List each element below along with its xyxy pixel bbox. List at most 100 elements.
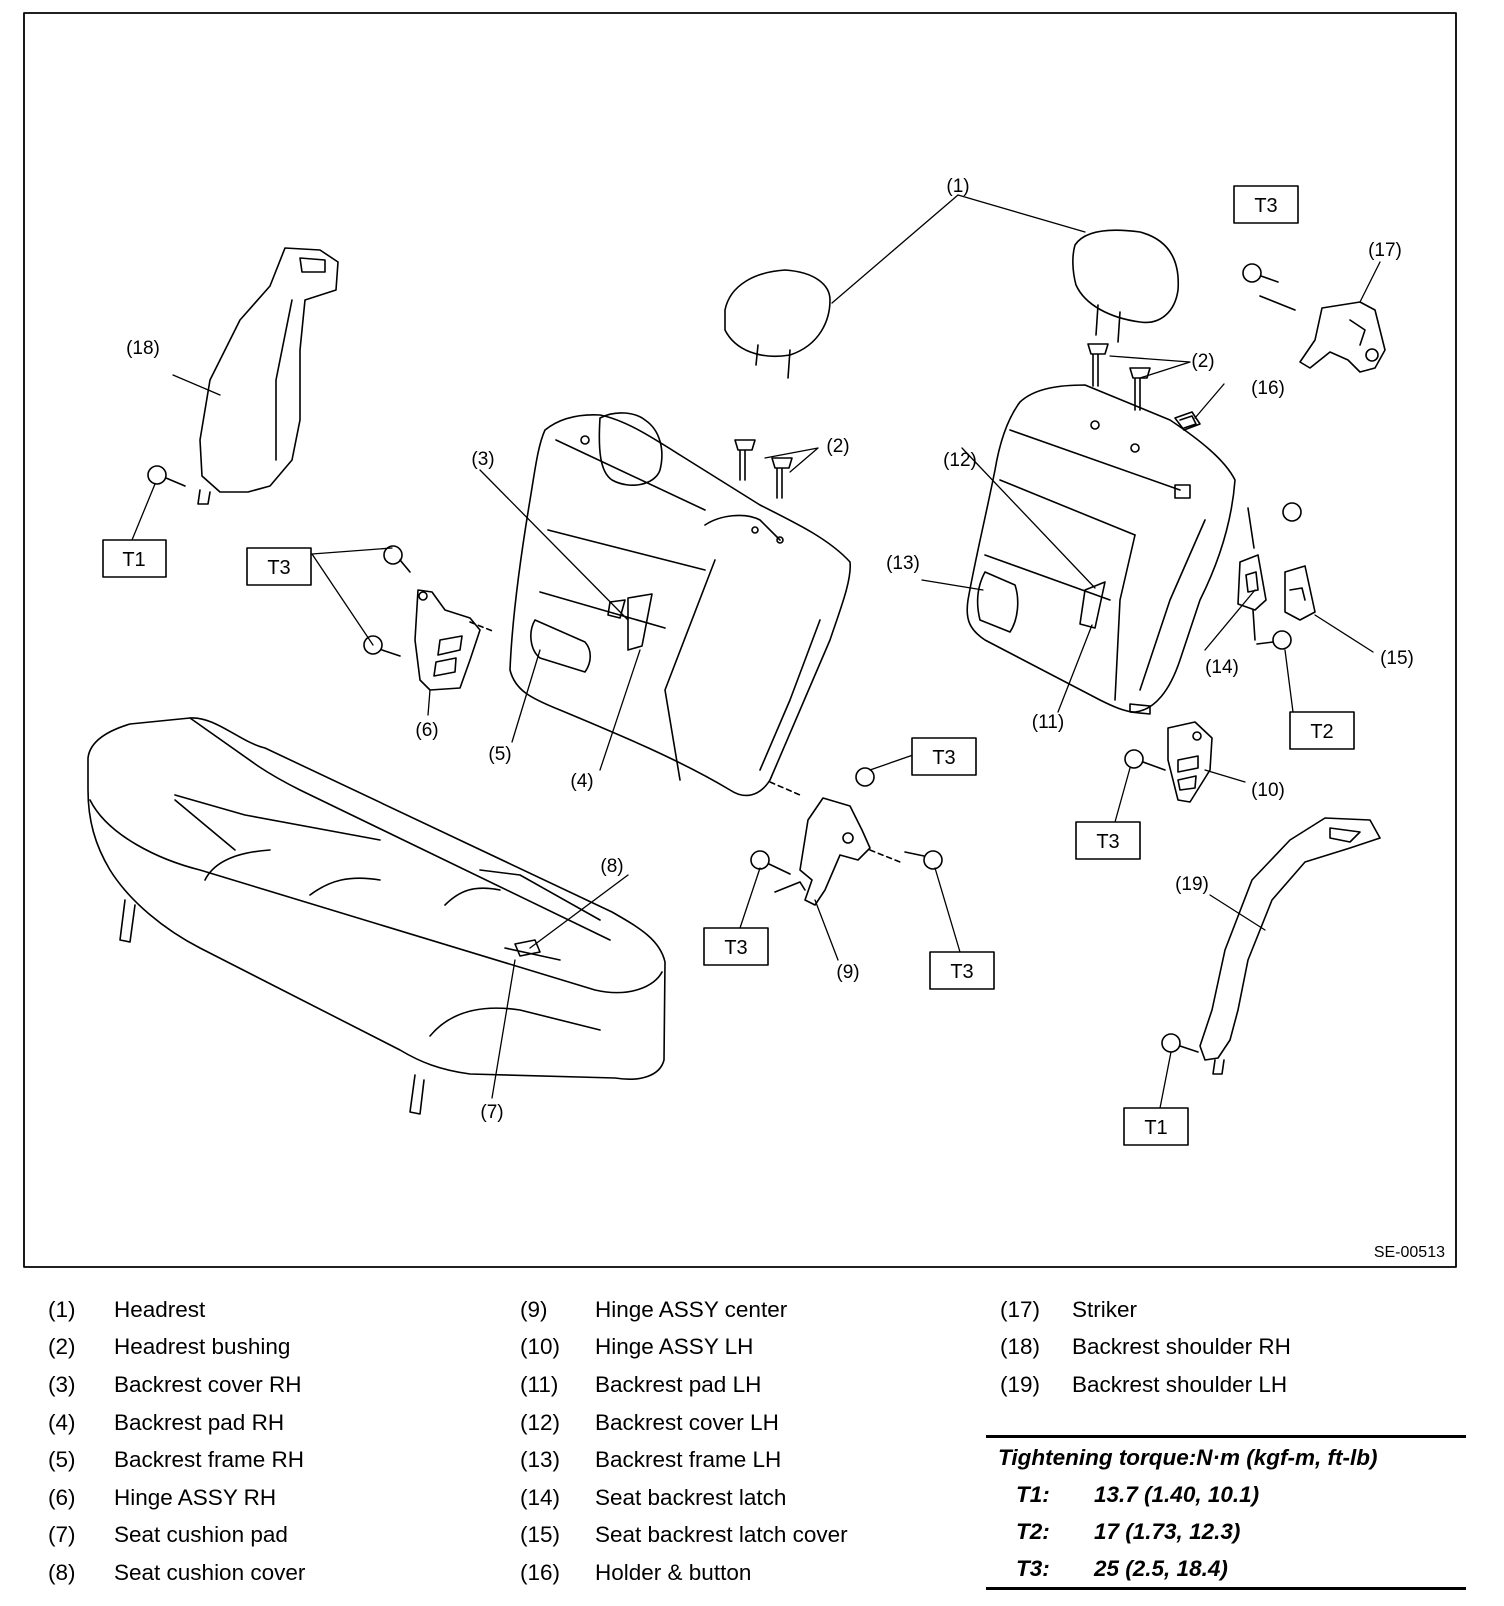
holder-and-button: [1174, 411, 1201, 431]
headrest-left: [724, 269, 831, 379]
legend-item: (3) Backrest cover RH: [48, 1366, 305, 1404]
legend-number: (13): [520, 1447, 561, 1473]
torque-key: T3:: [1016, 1556, 1050, 1581]
legend-part-name: Backrest pad LH: [595, 1371, 762, 1397]
torque-value: 25 (2.5, 18.4): [1094, 1556, 1228, 1581]
svg-text:T2: T2: [1310, 721, 1333, 743]
backrest-shoulder-rh: [197, 247, 339, 505]
legend-part-name: Backrest pad RH: [114, 1409, 285, 1435]
callout-6: (6): [415, 720, 438, 741]
legend-number: (17): [1000, 1296, 1041, 1322]
callout-2-left: (2): [826, 436, 849, 457]
callout-16: (16): [1251, 378, 1285, 399]
legend-item: (1) Headrest: [48, 1291, 305, 1329]
callout-17: (17): [1368, 240, 1402, 261]
legend-item: (4)Backrest pad RH: [48, 1404, 305, 1442]
legend-part-name: Backrest cover RH: [114, 1371, 302, 1397]
headrest-right: [1072, 229, 1180, 343]
legend-item: (12) Backrest cover LH: [520, 1404, 848, 1442]
bolt-icon: [147, 263, 1292, 1053]
legend-part-name: Backrest shoulder RH: [1072, 1334, 1291, 1360]
svg-text:T3: T3: [1254, 195, 1277, 217]
hinge-assy-center: [769, 781, 901, 906]
legend-number: (16): [520, 1559, 561, 1585]
torque-row-t2: T2: 17 (1.73, 12.3): [986, 1513, 1466, 1550]
callout-19: (19): [1175, 874, 1209, 895]
legend-part-name: Seat cushion pad: [114, 1522, 288, 1548]
legend-part-name: Backrest cover LH: [595, 1409, 779, 1435]
diagram-frame: [23, 12, 1457, 1268]
torque-key: T1:: [1016, 1482, 1050, 1507]
torque-tag-t1-rh: T1: [102, 539, 167, 578]
seat-cushion: [87, 717, 666, 1115]
legend-item: (9)Hinge ASSY center: [520, 1291, 848, 1329]
callout-3: (3): [471, 449, 494, 470]
legend-item: (19)Backrest shoulder LH: [1000, 1366, 1291, 1404]
svg-text:T3: T3: [267, 557, 290, 579]
legend-part-name: Backrest frame RH: [114, 1447, 305, 1473]
legend-number: (9): [520, 1296, 548, 1322]
legend-item: (2) Headrest bushing: [48, 1329, 305, 1367]
headrest-bushing-right: [1087, 343, 1151, 411]
legend-column-1: (1) Headrest (2) Headrest bushing (3) Backres…: [48, 1291, 305, 1592]
latch-nut: [1282, 502, 1302, 522]
callout-10: (10): [1251, 780, 1285, 801]
backrest-lh: [966, 384, 1236, 715]
legend-part-name: Headrest: [114, 1296, 206, 1322]
svg-text:T3: T3: [950, 961, 973, 983]
callout-9: (9): [836, 962, 859, 983]
torque-tag-t3-hinge-lh: T3: [1075, 821, 1141, 860]
torque-title: Tightening torque:N·m (kgf-m, ft-lb): [998, 1445, 1378, 1470]
callout-13: (13): [886, 553, 920, 574]
svg-text:T3: T3: [1096, 831, 1119, 853]
legend-item: (10)Hinge ASSY LH: [520, 1329, 848, 1367]
leader-lines: [131, 194, 1381, 1109]
legend-number: (1): [48, 1296, 76, 1322]
legend-number: (2): [48, 1334, 76, 1360]
backrest-shoulder-lh: [1199, 817, 1381, 1075]
legend-part-name: Holder & button: [595, 1559, 752, 1585]
torque-value: 13.7 (1.40, 10.1): [1094, 1482, 1260, 1507]
torque-value: 17 (1.73, 12.3): [1094, 1519, 1241, 1544]
legend-number: (10): [520, 1334, 561, 1360]
torque-tag-t3-striker: T3: [1233, 185, 1299, 224]
svg-text:T1: T1: [122, 549, 145, 571]
legend-number: (14): [520, 1484, 561, 1510]
callout-5: (5): [488, 744, 511, 765]
callout-11: (11): [1032, 712, 1064, 733]
torque-tag-t3-center-left: T3: [703, 927, 769, 966]
backrest-rh: [509, 412, 851, 797]
diagram-code: SE-00513: [1374, 1244, 1445, 1261]
hinge-assy-lh: [1167, 721, 1213, 803]
legend-item: (17) Striker: [1000, 1291, 1291, 1329]
legend-item: (16) Holder & button: [520, 1554, 848, 1592]
legend-part-name: Headrest bushing: [114, 1334, 291, 1360]
callout-15: (15): [1380, 648, 1414, 669]
seat-backrest-latch: [1237, 507, 1267, 641]
legend-item: (6)Hinge ASSY RH: [48, 1479, 305, 1517]
legend-number: (12): [520, 1409, 561, 1435]
legend-number: (11): [520, 1371, 559, 1397]
legend-number: (19): [1000, 1371, 1041, 1397]
legend-part-name: Seat cushion cover: [114, 1559, 306, 1585]
legend-part-name: Seat backrest latch cover: [595, 1522, 848, 1548]
headrest-bushing-left: [734, 439, 793, 499]
svg-text:T1: T1: [1144, 1117, 1167, 1139]
legend-part-name: Seat backrest latch: [595, 1484, 787, 1510]
legend-part-name: Hinge ASSY RH: [114, 1484, 277, 1510]
torque-tag-t2: T2: [1289, 711, 1355, 750]
torque-key: T2:: [1016, 1519, 1050, 1544]
torque-tag-t3-center-right: T3: [929, 951, 995, 990]
callout-7: (7): [480, 1102, 503, 1123]
legend-number: (3): [48, 1371, 76, 1397]
legend-item: (8)Seat cushion cover: [48, 1554, 305, 1592]
legend-item: (13)Backrest frame LH: [520, 1441, 848, 1479]
legend-item: (11) Backrest pad LH: [520, 1366, 848, 1404]
hinge-assy-rh: [414, 589, 496, 691]
torque-table: Tightening torque:N·m (kgf-m, ft-lb) T1:…: [986, 1435, 1466, 1590]
legend-column-2: (9)Hinge ASSY center(10)Hinge ASSY LH(11…: [520, 1291, 848, 1592]
legend-number: (7): [48, 1522, 76, 1548]
legend-part-name: Striker: [1072, 1296, 1138, 1322]
callout-labels: (1) (2) (2) (3) (4) (5) (6) (7) (8) (9) …: [126, 176, 1445, 1261]
legend-item: (15)Seat backrest latch cover: [520, 1517, 848, 1555]
